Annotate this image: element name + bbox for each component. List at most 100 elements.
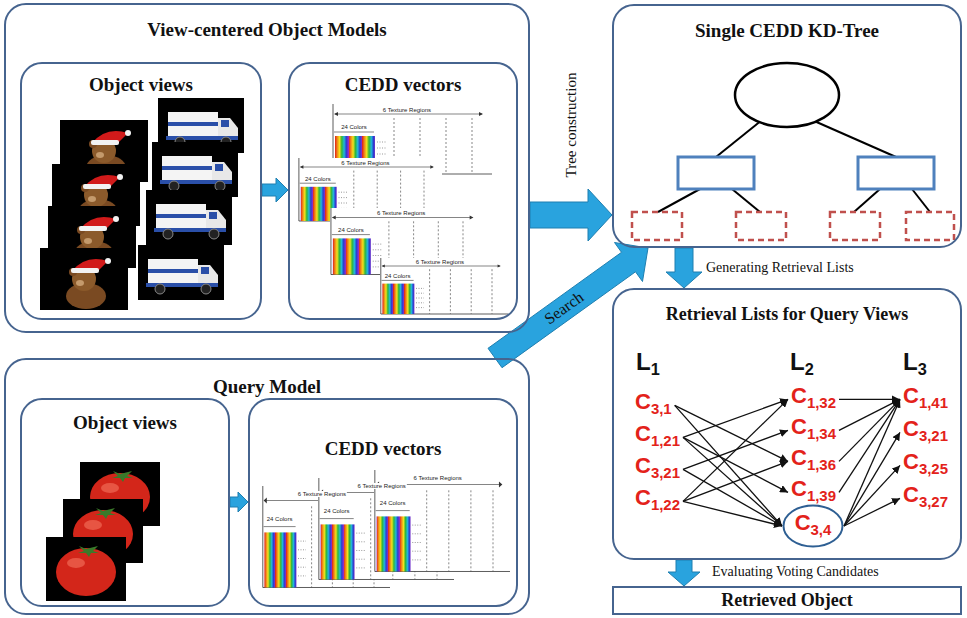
list-header: L1 <box>636 348 660 383</box>
histogram-label: 6 Texture Regions <box>357 483 407 489</box>
panel-box: Object views <box>20 62 262 320</box>
list-item: C1,41 <box>900 382 951 417</box>
flow-arrow <box>230 492 248 512</box>
list-entry: C1,39 <box>791 476 836 501</box>
box-title: Object views <box>73 412 177 435</box>
vote-arrow <box>844 465 900 526</box>
vote-arrow <box>839 399 900 430</box>
histogram-label: 6 Texture Regions <box>340 160 390 166</box>
vote-arrow <box>683 399 788 437</box>
vote-arrow <box>844 399 900 526</box>
arrow-label: Generating Retrieval Lists <box>706 260 854 275</box>
vote-arrow <box>844 498 900 526</box>
flow-arrow <box>666 248 702 288</box>
subscript: 1,41 <box>919 394 948 411</box>
histogram-label: 6 Texture Regions <box>382 107 432 113</box>
subscript: 1 <box>651 360 660 378</box>
subscript: 3,1 <box>651 400 672 417</box>
subscript: 3,4 <box>811 520 832 537</box>
list-entry: C1,32 <box>791 383 836 408</box>
subscript: 3,25 <box>919 460 948 477</box>
vote-arrow <box>844 432 900 526</box>
subscript: 1,22 <box>651 496 680 513</box>
subscript: 1,21 <box>651 432 680 449</box>
box-title: Retrieved Object <box>721 590 852 612</box>
subscript: 1,36 <box>807 456 836 473</box>
list-item: C1,22 <box>632 484 683 519</box>
list-entry: C3,1 <box>635 389 672 414</box>
flow-arrow <box>488 243 648 368</box>
flow-arrow <box>668 560 700 586</box>
list-item: C3,21 <box>632 452 683 487</box>
panel-box: Single CEDD KD-Tree <box>612 4 962 248</box>
histogram-label: 24 Colors <box>323 508 351 514</box>
circled-item: C3,4 <box>782 504 844 548</box>
list-entry: C1,21 <box>635 421 680 446</box>
vote-arrow <box>683 399 788 501</box>
vote-arrow <box>839 399 900 461</box>
list-entry: C1,41 <box>903 383 948 408</box>
list-entry: C1,36 <box>791 445 836 470</box>
box-title: Retrieval Lists for Query Views <box>666 304 909 326</box>
list-item: C3,21 <box>900 415 951 450</box>
panel-box: CEDD vectors <box>288 62 518 320</box>
list-item: C3,27 <box>900 481 951 516</box>
box-title: CEDD vectors <box>345 74 462 97</box>
box-title: CEDD vectors <box>325 438 442 461</box>
subscript: 3,21 <box>651 464 680 481</box>
histogram-label: 6 Texture Regions <box>413 475 463 481</box>
histogram-label: 24 Colors <box>304 176 332 182</box>
vote-arrow <box>683 461 788 501</box>
subscript: 1,32 <box>807 394 836 411</box>
subscript: 3,21 <box>919 427 948 444</box>
list-entry: C3,21 <box>635 453 680 478</box>
vote-arrow <box>675 405 782 526</box>
vote-arrow <box>683 469 782 526</box>
list-entry: C3,4 <box>795 509 832 544</box>
panel-box: Object views <box>20 398 230 607</box>
vote-arrow <box>839 399 900 492</box>
histogram-label: 6 Texture Regions <box>297 491 347 497</box>
arrow-label: Tree construction <box>563 73 580 178</box>
panel-box: Query ModelObject viewsCEDD vectors <box>4 358 530 615</box>
list-entry: C1,22 <box>635 485 680 510</box>
histogram-label: 24 Colors <box>337 227 365 233</box>
arrow-label: Evaluating Voting Candidates <box>712 564 879 579</box>
subscript: 3 <box>918 360 927 378</box>
list-item: C1,34 <box>788 413 839 448</box>
list-item: C3,1 <box>632 388 675 423</box>
panel-box: View-centered Object ModelsObject views C… <box>4 3 530 333</box>
histogram-label: 24 Colors <box>379 500 407 506</box>
circle-outline-shape <box>784 506 843 547</box>
histogram-label: 6 Texture Regions <box>415 259 465 265</box>
subscript: 3,27 <box>919 493 948 510</box>
histogram-label: 24 Colors <box>266 516 294 522</box>
list-entry: C3,21 <box>903 416 948 441</box>
list-item: C1,21 <box>632 420 683 455</box>
list-item: C1,36 <box>788 444 839 479</box>
list-item: C1,32 <box>788 382 839 417</box>
subscript: 1,34 <box>807 425 836 442</box>
list-header: L2 <box>790 348 814 383</box>
flow-arrow <box>262 178 288 202</box>
subscript: 1,39 <box>807 487 836 504</box>
box-title: Single CEDD KD-Tree <box>695 20 879 43</box>
flow-arrow <box>530 189 612 241</box>
list-entry: C1,34 <box>791 414 836 439</box>
vote-arrow <box>683 501 782 526</box>
panel-box: Retrieval Lists for Query ViewsC3,1C1,21… <box>612 288 962 560</box>
histogram-label: 24 Colors <box>340 124 368 130</box>
list-entry: C3,25 <box>903 449 948 474</box>
list-item: C3,25 <box>900 448 951 483</box>
histogram-label: 24 Colors <box>384 273 412 279</box>
vote-arrow <box>839 399 900 400</box>
box-title: View-centered Object Models <box>147 19 387 42</box>
histogram-label: 6 Texture Regions <box>376 210 426 216</box>
vote-arrow <box>675 405 788 461</box>
result-box: Retrieved Object <box>612 586 962 615</box>
box-title: Query Model <box>213 376 321 399</box>
box-title: Object views <box>89 74 193 97</box>
list-entry: C3,27 <box>903 482 948 507</box>
list-header: L3 <box>903 348 927 383</box>
